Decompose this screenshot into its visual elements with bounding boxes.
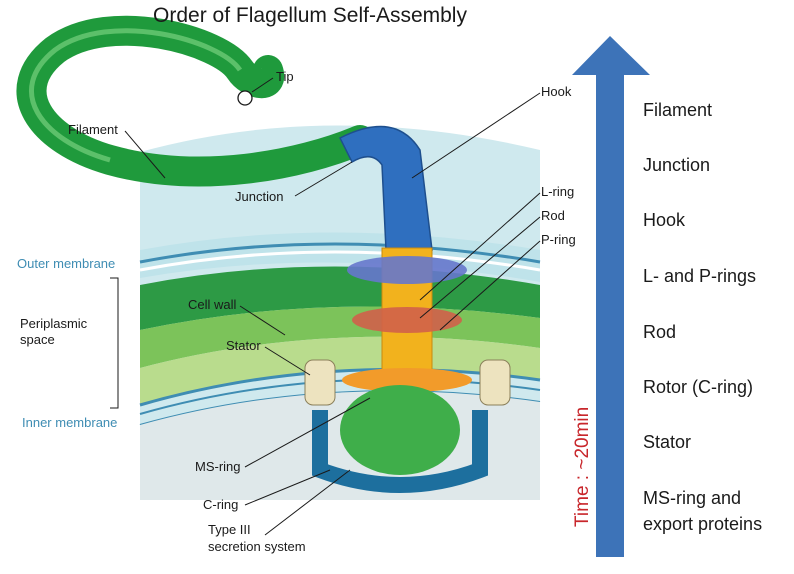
- label-outer-membrane: Outer membrane: [17, 256, 116, 271]
- stage-ms-ring-line2: export proteins: [643, 514, 763, 534]
- c-ring-shape: [312, 410, 488, 493]
- label-periplasmic-line1: Periplasmic: [20, 316, 88, 331]
- label-rod: Rod: [541, 208, 565, 223]
- stage-ms-ring-line1: MS-ring and: [643, 488, 742, 508]
- stage-rotor: Rotor (C-ring): [643, 377, 754, 397]
- label-l-ring: L-ring: [541, 184, 575, 199]
- label-p-ring: P-ring: [541, 232, 576, 247]
- label-t3ss-line1: Type III: [208, 522, 251, 537]
- label-filament: Filament: [68, 122, 118, 137]
- stage-junction: Junction: [643, 155, 711, 175]
- p-ring-shape: [352, 307, 462, 333]
- label-cell-wall: Cell wall: [188, 297, 237, 312]
- label-tip: Tip: [276, 69, 294, 84]
- label-ms-ring: MS-ring: [195, 459, 241, 474]
- leader-lines: [110, 77, 541, 536]
- ms-ring-shape: [340, 385, 460, 475]
- diagram-title: Order of Flagellum Self-Assembly: [153, 4, 467, 27]
- outer-membrane: [139, 242, 541, 264]
- time-axis-label: Time : ~20min: [572, 406, 593, 527]
- stage-hook: Hook: [643, 210, 686, 230]
- stage-filament: Filament: [643, 100, 713, 120]
- label-t3ss-line2: secretion system: [208, 539, 306, 554]
- stage-stator: Stator: [643, 432, 692, 452]
- tip-shape: [237, 90, 253, 106]
- time-arrow: [572, 36, 650, 557]
- stator-right: [479, 359, 511, 406]
- stage-l-p-rings: L- and P-rings: [643, 266, 757, 286]
- label-periplasmic-line2: space: [20, 332, 55, 347]
- label-c-ring: C-ring: [203, 497, 239, 512]
- stator-left: [304, 359, 336, 406]
- label-hook: Hook: [541, 84, 572, 99]
- stage-rod: Rod: [643, 322, 677, 342]
- label-stator: Stator: [226, 338, 261, 353]
- l-ring-shape: [347, 256, 467, 284]
- rotor-plate: [342, 368, 472, 392]
- label-inner-membrane: Inner membrane: [22, 415, 118, 430]
- label-junction: Junction: [235, 189, 284, 204]
